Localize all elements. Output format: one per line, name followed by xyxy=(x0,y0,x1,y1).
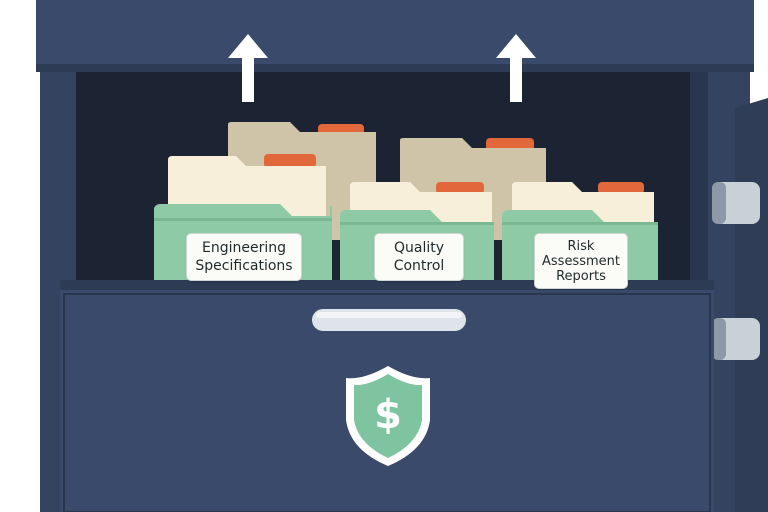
cabinet-side-door xyxy=(735,98,768,512)
arrow-up-icon xyxy=(496,34,536,102)
folder-label-line: Engineering xyxy=(202,240,286,256)
folder-label-line: Quality xyxy=(393,240,445,256)
folder-label-line: Risk xyxy=(567,238,595,254)
svg-text:$: $ xyxy=(374,392,402,438)
folder-label-risk: Risk Assessment Reports xyxy=(534,233,628,289)
cabinet-top-lid xyxy=(36,0,754,70)
folder-label-line: Assessment xyxy=(542,253,620,269)
hinge-top xyxy=(712,182,760,224)
folder-label-engineering: Engineering Specifications xyxy=(186,233,302,281)
dollar-shield-icon: $ xyxy=(346,366,430,466)
folder-label-line: Reports xyxy=(556,268,606,284)
arrow-up-icon xyxy=(228,34,268,102)
folder-label-line: Specifications xyxy=(195,258,293,274)
hinge-bottom xyxy=(712,318,760,360)
folder-label-line: Control xyxy=(393,258,445,274)
folder-label-quality: Quality Control xyxy=(374,233,464,281)
